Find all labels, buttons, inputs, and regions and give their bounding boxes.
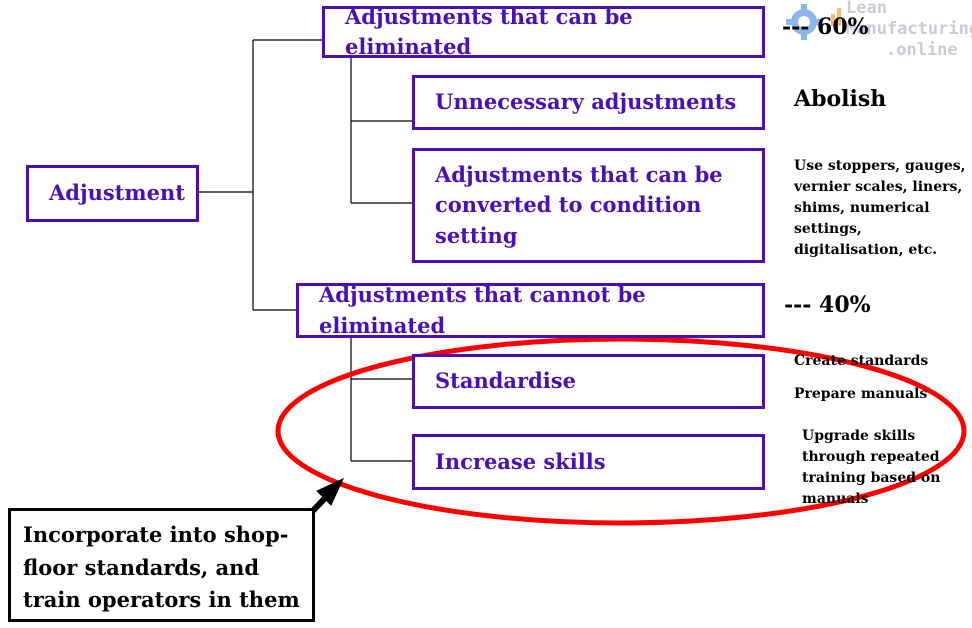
- standardise-action-1: Create standards: [794, 353, 929, 369]
- logo-line1: Lean: [846, 0, 887, 18]
- unnecessary-action: Abolish: [794, 86, 887, 112]
- logo-bars-icon: [831, 8, 841, 26]
- node-adjustment-label: Adjustment: [49, 180, 185, 206]
- connectors: [198, 39, 413, 462]
- node-standardise-label: Standardise: [435, 368, 576, 394]
- eliminable-share: --- 60%: [782, 14, 869, 40]
- node-unnecessary-label: Unnecessary adjustments: [435, 89, 737, 115]
- node-convertible: Adjustments that can be converted to con…: [412, 148, 765, 263]
- callout-box: Incorporate into shop-floor standards, a…: [8, 508, 315, 622]
- node-eliminable: Adjustments that can be eliminated: [322, 4, 765, 59]
- node-eliminable-label: Adjustments that can be eliminated: [345, 3, 633, 59]
- callout-text: Incorporate into shop-floor standards, a…: [23, 522, 300, 613]
- non-eliminable-share: --- 40%: [784, 292, 871, 318]
- node-convertible-label: Adjustments that can be converted to con…: [435, 161, 723, 248]
- skills-action: Upgrade skills through repeated training…: [802, 428, 941, 507]
- node-increase-skills-label: Increase skills: [435, 448, 606, 474]
- node-standardise: Standardise: [412, 354, 765, 409]
- gear-icon: [786, 4, 822, 40]
- logo-line3: .online: [886, 40, 958, 60]
- node-non-eliminable-label: Adjustments that cannot be eliminated: [319, 282, 646, 338]
- node-increase-skills: Increase skills: [412, 434, 765, 490]
- standardise-action-2: Prepare manuals: [794, 386, 928, 402]
- node-adjustment: Adjustment: [26, 165, 199, 222]
- node-unnecessary: Unnecessary adjustments: [412, 75, 765, 130]
- convertible-action: Use stoppers, gauges, vernier scales, li…: [794, 158, 966, 258]
- logo-line2: Manufacturing: [846, 19, 972, 39]
- highlight-ellipse: [275, 336, 967, 526]
- node-non-eliminable: Adjustments that cannot be eliminated: [296, 282, 765, 338]
